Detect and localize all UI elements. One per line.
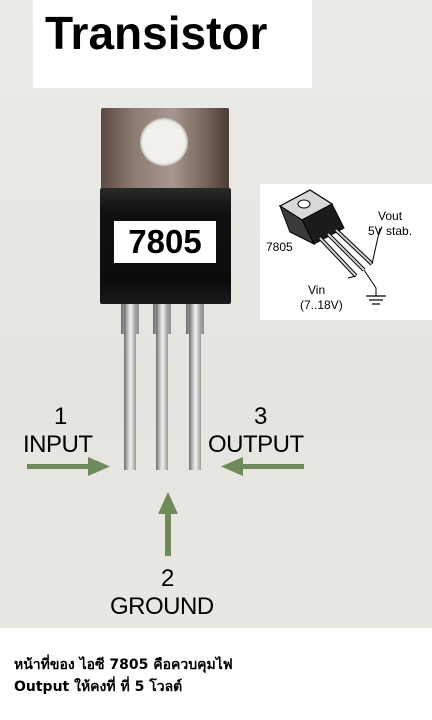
pin-2-number: 2 [161, 565, 175, 592]
arrow-input [27, 457, 110, 476]
inset-diagram [278, 189, 386, 305]
pin-1-number: 1 [54, 403, 68, 430]
pin-1-lead [124, 304, 136, 470]
pin-1-name: INPUT [23, 431, 93, 458]
arrow-output [221, 457, 304, 476]
mounting-hole [140, 118, 188, 166]
page-title: Transistor [45, 7, 268, 59]
part-label-box [114, 221, 216, 263]
pin-3-name: OUTPUT [208, 431, 304, 458]
caption-box [0, 628, 432, 720]
vout-spec: 5V stab. [368, 224, 413, 238]
caption-line-2: Output ให้คงที่ ที่ 5 โวลต์ [14, 679, 183, 695]
pin-3-number: 3 [254, 403, 268, 430]
caption-line-1: หน้าที่ของ ไอซี 7805 คือควบคุมไฟ [14, 657, 233, 673]
vout-label: Vout [378, 209, 403, 223]
pin-2-lead [156, 304, 168, 470]
arrow-ground [158, 492, 178, 556]
title-box [33, 0, 312, 88]
vin-spec: (7..18V) [300, 298, 343, 312]
vin-label: Vin [308, 283, 326, 297]
pin-arrows [27, 457, 304, 556]
pin-3-lead [189, 304, 201, 470]
inset-part-label: 7805 [266, 240, 293, 254]
pinout-inset: 7805 Vout 5V stab. Vin (7..18V) [260, 184, 432, 320]
part-label: 7805 [128, 223, 202, 260]
pin-2-name: GROUND [110, 593, 214, 620]
